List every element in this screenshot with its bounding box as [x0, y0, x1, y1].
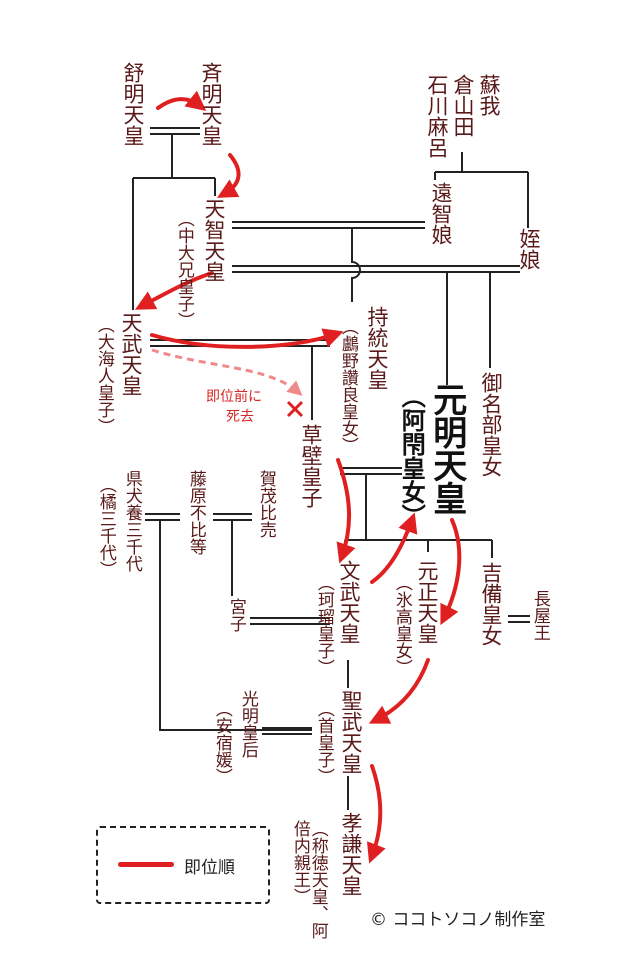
person-monmu-alias: （珂瑠皇子）: [313, 574, 334, 676]
person-kibi: 吉備皇女: [479, 562, 504, 646]
person-minabe: 御名部皇女: [479, 372, 504, 477]
arrow-kusakabe-died-dashed: [151, 348, 303, 396]
person-kusakabe: 草壁皇子: [299, 424, 324, 508]
marriage-tenji-mei: [232, 265, 520, 273]
person-genmei-alias: （阿閇皇女）: [397, 384, 426, 528]
person-tenmu-alias: （大海人皇子）: [93, 316, 114, 435]
marriage-fuhito-kamo: [213, 513, 252, 521]
arrow-shomu-koken: [366, 764, 386, 864]
arrow-tenmu-jito: [150, 328, 344, 349]
person-jomei: 舒明天皇: [121, 62, 146, 146]
arrow-gensho-shomu: [368, 658, 430, 724]
died-before-accession-line1: 即位前に: [206, 389, 262, 405]
person-mei-iratsume: 姪娘: [517, 228, 542, 270]
person-jito-alias: （鸕野讚良皇女）: [337, 318, 358, 454]
person-tenji: 天智天皇: [202, 198, 227, 282]
person-tenji-alias: （中大兄皇子）: [173, 210, 194, 329]
arrow-kusakabe-monmu: [336, 458, 356, 564]
marriage-agata-fuhito: [145, 513, 180, 521]
person-agata: 県犬養三千代: [121, 470, 142, 572]
person-koken: 孝謙天皇: [339, 812, 364, 896]
person-jito: 持統天皇: [365, 306, 390, 390]
arrow-tenji-tenmu: [134, 271, 214, 310]
marriage-jomei-saimei: [150, 127, 200, 135]
person-kamo: 賀茂比売: [255, 470, 276, 538]
marriage-kibi-nagaya: [508, 615, 530, 623]
person-monmu: 文武天皇: [337, 560, 362, 644]
person-fuhito: 藤原不比等: [185, 470, 206, 555]
arrow-monmu-genmei: [370, 512, 418, 584]
person-koken-alias: （称徳天皇、阿倍内親王）: [289, 820, 328, 939]
legend-label: 即位順: [184, 858, 235, 878]
person-shomu-alias: （首皇子）: [313, 700, 334, 785]
legend-box: 即位順: [96, 826, 270, 904]
person-soga: 蘇我: [477, 74, 502, 116]
died-before-accession-line2: 死去: [226, 409, 254, 425]
person-komyo: 光明皇后: [237, 690, 258, 758]
person-saimei: 斉明天皇: [199, 62, 224, 146]
person-tenmu: 天武天皇: [119, 312, 144, 396]
person-agata-alias: （橘三千代）: [95, 476, 116, 578]
person-miyako: 宮子: [225, 598, 246, 632]
person-shomu: 聖武天皇: [339, 690, 364, 774]
person-nagaya: 長屋王: [529, 590, 550, 641]
person-komyo-alias: （安宿媛）: [211, 700, 232, 785]
cross-icon: [286, 400, 304, 418]
marriage-miyako-monmu: [250, 617, 330, 625]
person-tochi-iratsume: 遠智娘: [429, 182, 454, 245]
marriage-komyo-shomu: [262, 727, 312, 735]
copyright-credit: © ココトソコノ制作室: [370, 910, 546, 930]
arrow-jomei-saimei: [156, 90, 207, 111]
person-gensho: 元正天皇: [415, 560, 440, 644]
marriage-kusakabe-genmei: [340, 467, 402, 475]
arrow-genmei-gensho: [440, 518, 462, 626]
arrow-saimei-tenji: [217, 153, 241, 198]
person-ishikawa-maro: 石川麻呂: [425, 74, 450, 158]
legend-red-line: [118, 862, 174, 867]
marriage-tenji-tochi: [232, 221, 425, 229]
person-kurayamada: 倉山田: [451, 74, 476, 137]
person-genmei: 元明天皇: [426, 382, 467, 514]
person-gensho-alias: （氷高皇女）: [391, 574, 412, 676]
